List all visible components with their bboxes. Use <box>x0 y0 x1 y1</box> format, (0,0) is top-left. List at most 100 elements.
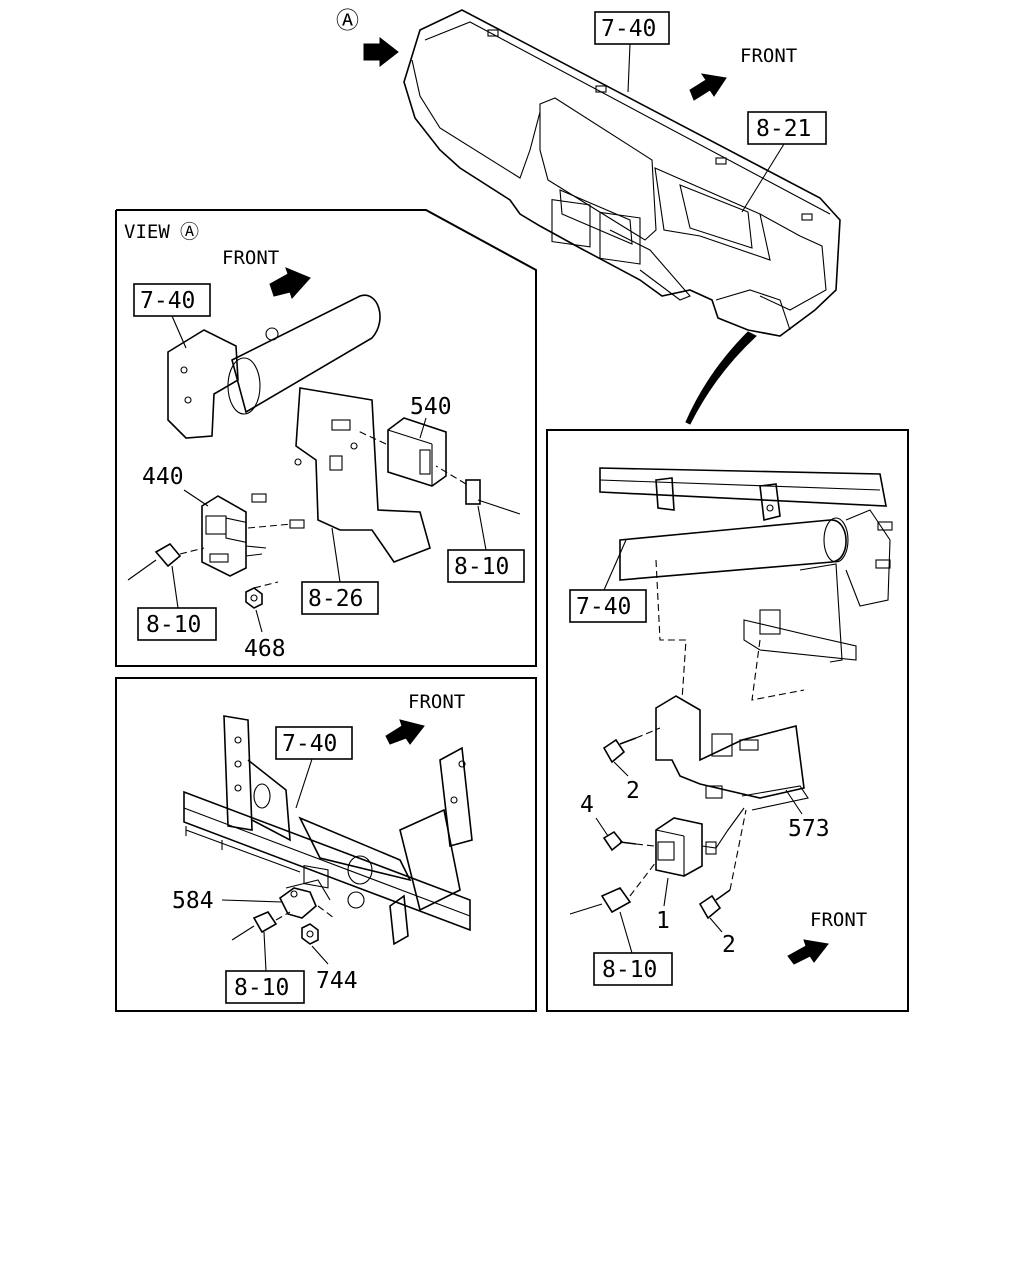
left-gusset <box>247 759 291 842</box>
alignment-line <box>629 861 657 897</box>
harness-wire <box>127 559 157 581</box>
sensor-mount-hole <box>290 890 298 898</box>
nut-744 <box>301 923 319 945</box>
dashboard-assembly: Ⓐ 7-40 FRONT 8-21 <box>336 8 841 425</box>
bracket-slot <box>331 419 351 431</box>
bracket-hole <box>294 458 302 466</box>
front-label: FRONT <box>810 909 867 931</box>
gusset-cutout <box>347 855 373 885</box>
relay-bracket-573 <box>655 695 805 799</box>
ref-bracket-label: 8-26 <box>308 586 363 612</box>
dash-bracket <box>167 329 239 439</box>
dashboard-right-lower <box>715 289 791 331</box>
beam-lower-edge <box>599 479 881 491</box>
dashboard-outline <box>403 9 841 337</box>
meter-cluster-face <box>679 184 753 249</box>
beam-pin <box>875 559 891 569</box>
dash-bracket-left <box>655 477 675 511</box>
cross-beam <box>619 519 847 581</box>
clip-mark <box>715 157 727 165</box>
ref-harness-label: 8-10 <box>234 975 289 1001</box>
bracket-hole <box>350 442 358 450</box>
alignment-line <box>355 429 387 445</box>
part-584-label: 584 <box>172 888 214 914</box>
ref-box-dash <box>133 283 211 317</box>
dash-bracket-mid <box>759 483 781 521</box>
alignment-line <box>729 809 747 891</box>
nut-hole <box>250 594 258 602</box>
alignment-line <box>435 465 467 485</box>
part-1-label: 1 <box>656 908 670 934</box>
right-pillar <box>439 746 473 848</box>
front-label: FRONT <box>740 45 797 67</box>
view-a-arrow-icon <box>363 36 399 68</box>
lower-left-frame <box>115 677 537 1012</box>
harness-connector <box>154 542 182 568</box>
module-slot <box>209 553 229 563</box>
module-540 <box>387 417 447 487</box>
ref-harness-label: 8-10 <box>602 957 657 983</box>
leader-line <box>709 917 723 933</box>
right-detail-panel: 7-40 573 2 4 1 2 <box>546 429 909 1012</box>
leader-line <box>477 505 487 551</box>
dash-beam-top <box>599 467 887 507</box>
front-label: FRONT <box>222 247 279 269</box>
bracket-slot <box>711 733 733 757</box>
front-arrow-icon <box>385 719 425 745</box>
part-744-label: 744 <box>316 968 358 994</box>
module-edge <box>387 429 433 445</box>
ref-beam-label: 7-40 <box>282 731 337 757</box>
bracket-slot <box>739 739 759 751</box>
leader-line <box>663 877 669 907</box>
leader-line <box>183 489 209 507</box>
clip-mark <box>595 85 607 93</box>
bracket-flange <box>741 785 809 811</box>
alignment-line <box>317 905 335 919</box>
mount-plate <box>743 619 857 661</box>
leader-line <box>595 817 609 837</box>
cross-beam <box>231 294 381 414</box>
ref-box-meter <box>747 111 827 145</box>
part-540-label: 540 <box>410 394 452 420</box>
leader-line <box>619 911 633 954</box>
alignment-line <box>253 581 279 589</box>
part-573-label: 573 <box>788 816 830 842</box>
dashboard-top-edge <box>424 21 831 215</box>
leader-line <box>419 417 427 439</box>
bracket-hole <box>180 366 188 374</box>
support-strut <box>799 563 843 663</box>
pillar-hole <box>458 760 466 768</box>
console-lower <box>609 229 691 301</box>
leader-line <box>627 43 631 93</box>
alignment-line <box>179 547 205 555</box>
center-console <box>539 97 657 241</box>
leader-line <box>171 565 179 609</box>
lower-bracket <box>389 894 409 946</box>
console-vent-right <box>599 211 641 265</box>
leader-line <box>331 527 341 583</box>
beam-pin <box>877 521 893 531</box>
detail-curved-arrow-icon <box>685 331 757 425</box>
mount-tab <box>303 864 329 889</box>
part-440-label: 440 <box>142 464 184 490</box>
pillar-hole <box>450 796 458 804</box>
gusset-cutout <box>253 783 271 809</box>
leader-line <box>603 539 627 591</box>
part-4-label: 4 <box>580 792 594 818</box>
ref-box-harness <box>447 549 525 583</box>
ref-box-harness <box>593 952 673 986</box>
relay-wire <box>701 807 745 849</box>
view-a-title: VIEW <box>124 221 170 243</box>
gusset-cutout <box>347 891 365 909</box>
part-2-top-label: 2 <box>626 778 640 804</box>
alignment-line <box>275 911 291 921</box>
callout-a-label: Ⓐ <box>336 8 359 34</box>
view-a-frame <box>115 209 537 667</box>
bracket-hole <box>766 504 774 512</box>
ref-box-harness <box>137 607 217 641</box>
bracket-slot <box>705 785 723 799</box>
bracket-leg <box>245 545 267 549</box>
alignment-line <box>751 639 805 701</box>
floor-rail <box>185 829 301 873</box>
